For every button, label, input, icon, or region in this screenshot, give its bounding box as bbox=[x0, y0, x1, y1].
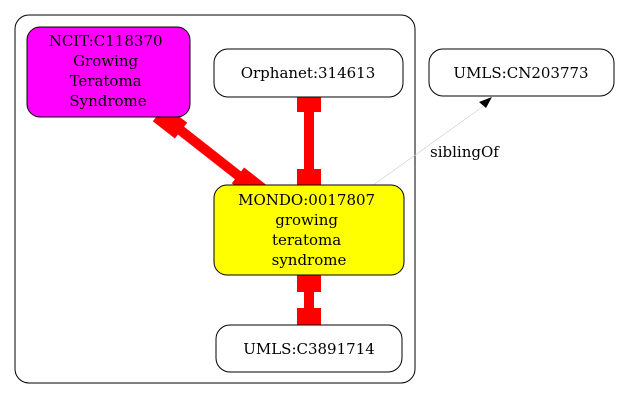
ncit-label-2: Teratoma bbox=[70, 72, 142, 90]
node-orphanet[interactable]: Orphanet:314613 bbox=[213, 48, 404, 98]
svg-text:UMLS:C3891714: UMLS:C3891714 bbox=[243, 340, 375, 358]
cluster-box bbox=[14, 14, 416, 384]
node-ncit[interactable]: NCIT:C118370 Growing Teratoma Syndrome bbox=[26, 26, 191, 118]
mondo-label-3: syndrome bbox=[272, 251, 347, 269]
arrowhead-icon bbox=[479, 97, 492, 108]
svg-text:Orphanet:314613: Orphanet:314613 bbox=[241, 64, 376, 82]
ncit-label-1: Growing bbox=[73, 52, 138, 70]
mondo-id: MONDO:0017807 bbox=[238, 191, 375, 209]
node-umls-cn203773[interactable]: UMLS:CN203773 bbox=[428, 48, 615, 97]
ncit-id: NCIT:C118370 bbox=[49, 32, 163, 50]
node-mondo[interactable]: MONDO:0017807 growing teratoma syndrome bbox=[213, 184, 405, 276]
umls-cn-id: UMLS:CN203773 bbox=[453, 64, 588, 82]
edge-orphanet-mondo bbox=[297, 90, 321, 191]
svg-text:NCIT:C118370 Growing: NCIT:C118370 Growing Teratoma Syndrome bbox=[49, 32, 168, 110]
mondo-label-1: growing bbox=[275, 211, 338, 229]
edge-mondo-umls-c bbox=[297, 270, 321, 330]
mondo-label-2: teratoma bbox=[272, 231, 341, 249]
node-umls-c3891714[interactable]: UMLS:C3891714 bbox=[215, 324, 403, 373]
umls-c-id: UMLS:C3891714 bbox=[243, 340, 375, 358]
edge-label-siblingOf: siblingOf bbox=[430, 143, 500, 161]
ncit-label-3: Syndrome bbox=[69, 92, 146, 110]
edge-mondo-umls-cn: siblingOf bbox=[371, 97, 500, 187]
svg-text:UMLS:CN203773: UMLS:CN203773 bbox=[453, 64, 588, 82]
svg-text:MONDO:0017807 growing: MONDO:0017807 growing teratoma syndrome bbox=[238, 191, 380, 269]
orphanet-id: Orphanet:314613 bbox=[241, 64, 376, 82]
